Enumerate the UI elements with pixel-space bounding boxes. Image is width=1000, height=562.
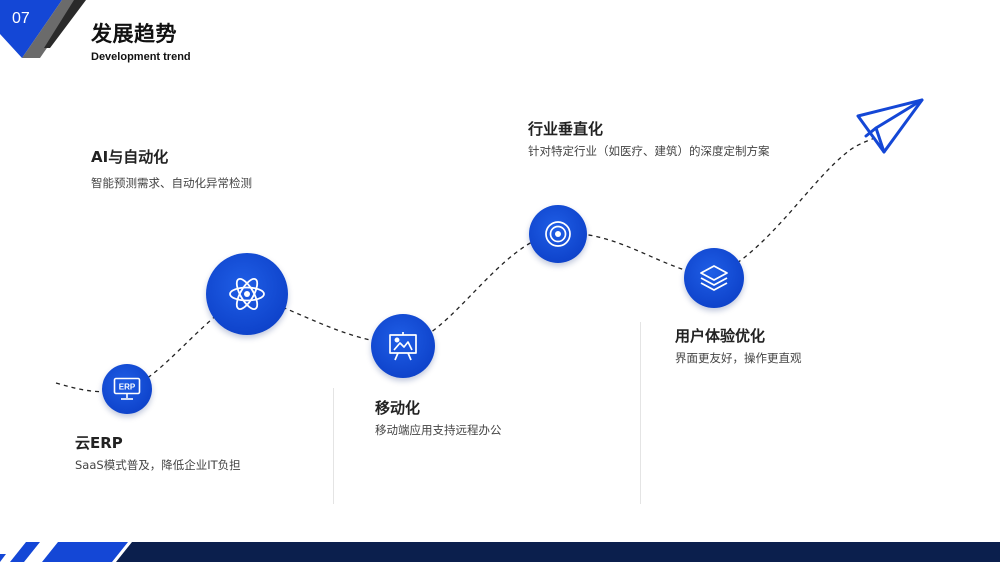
milestone-heading-ai: AI与自动化 xyxy=(91,148,169,166)
milestone-desc-mobile: 移动端应用支持远程办公 xyxy=(375,423,502,437)
target-icon xyxy=(545,221,571,247)
bottom-band xyxy=(0,542,1000,562)
milestone-desc-erp: SaaS模式普及，降低企业IT负担 xyxy=(75,458,241,472)
erp-icon-text: ERP xyxy=(119,383,136,392)
page-number: 07 xyxy=(12,10,30,27)
vertical-node xyxy=(529,205,587,263)
divider-line xyxy=(640,322,641,504)
presentation-board-icon xyxy=(389,332,417,361)
atom-icon xyxy=(229,278,265,310)
milestone-heading-vertical: 行业垂直化 xyxy=(528,120,604,138)
corner-decoration xyxy=(0,0,86,58)
milestone-desc-ux: 界面更友好，操作更直观 xyxy=(675,351,802,365)
layers-icon xyxy=(700,265,728,291)
erp-node: ERP xyxy=(102,364,152,414)
milestone-heading-mobile: 移动化 xyxy=(375,399,421,417)
milestone-desc-ai: 智能预测需求、自动化异常检测 xyxy=(91,176,252,190)
mobile-node xyxy=(371,314,435,378)
ai-node xyxy=(206,253,288,335)
milestone-heading-erp: 云ERP xyxy=(75,434,123,452)
page-title: 发展趋势 xyxy=(91,22,177,46)
erp-monitor-icon: ERP xyxy=(113,377,141,400)
divider-line xyxy=(333,388,334,504)
milestone-desc-vertical: 针对特定行业（如医疗、建筑）的深度定制方案 xyxy=(528,144,770,158)
milestone-heading-ux: 用户体验优化 xyxy=(675,327,766,345)
ux-node xyxy=(684,248,744,308)
page-subtitle: Development trend xyxy=(91,51,191,63)
paper-plane-icon xyxy=(856,98,924,154)
